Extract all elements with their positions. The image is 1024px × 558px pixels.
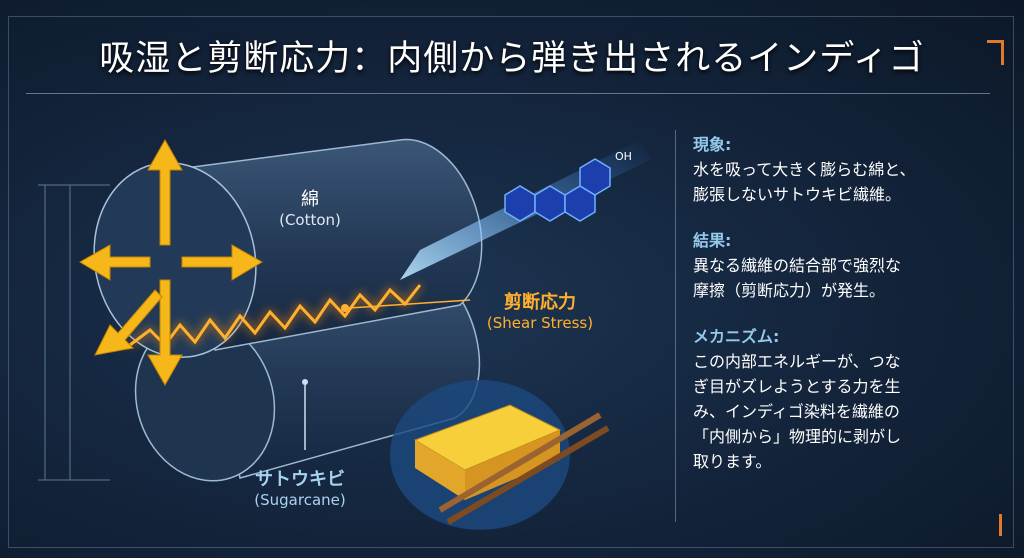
molecule-oh-label: OH [615, 150, 632, 163]
sponge-illustration [390, 380, 610, 530]
title-divider [26, 93, 990, 94]
shear-label-jp: 剪断応力 [504, 292, 576, 313]
indigo-molecule-icon [504, 158, 611, 222]
panel-divider [675, 130, 676, 522]
phenomenon-text: 水を吸って大きく膨らむ綿と、 膨張しないサトウキビ繊維。 [693, 160, 916, 204]
result-text: 異なる繊維の結合部で強烈な 摩擦（剪断応力）が発生。 [693, 256, 902, 300]
cotton-cylinder [93, 138, 483, 359]
dimension-lines [38, 184, 110, 481]
frame [8, 16, 1014, 548]
phenomenon-heading: 現象: [693, 135, 732, 154]
sugarcane-label: サトウキビ (Sugarcane) [235, 465, 365, 509]
callout-dot [341, 304, 349, 312]
cotton-label-jp: 綿 [301, 189, 319, 210]
corner-accent [999, 514, 1002, 536]
shear-zigzag [129, 284, 422, 348]
sugarcane-label-en: (Sugarcane) [254, 491, 346, 509]
mechanism-heading: メカニズム: [693, 327, 780, 346]
expansion-arrows [79, 138, 263, 387]
result-heading: 結果: [693, 231, 732, 250]
shear-stress-label: 剪断応力 (Shear Stress) [470, 288, 610, 332]
shear-label-en: (Shear Stress) [486, 314, 594, 332]
page-title: 吸湿と剪断応力：内側から弾き出されるインディゴ [99, 39, 925, 79]
mechanism-text: この内部エネルギーが、つな ぎ目がズレようとする力を生 み、インディゴ染料を繊維… [693, 352, 902, 471]
callout-line [348, 299, 471, 309]
cotton-label-en: (Cotton) [279, 211, 341, 229]
cotton-label: 綿 (Cotton) [255, 185, 365, 229]
sugarcane-label-jp: サトウキビ [255, 469, 345, 490]
corner-accent [987, 40, 1004, 65]
explanation-panel: 現象: 水を吸って大きく膨らむ綿と、 膨張しないサトウキビ繊維。 結果: 異なる… [693, 133, 1003, 496]
